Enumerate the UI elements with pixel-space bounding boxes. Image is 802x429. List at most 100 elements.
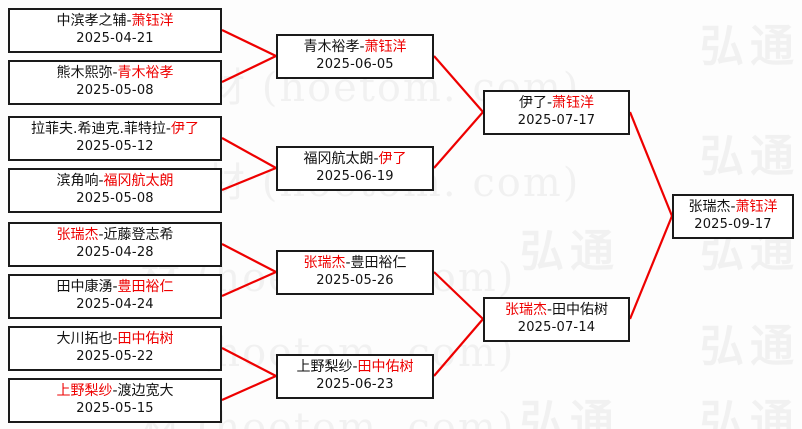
player-left: 中滨孝之辅 <box>56 13 127 30</box>
player-separator: - <box>373 151 379 168</box>
match-players: 上野梨纱-田中佑树 <box>296 359 413 377</box>
match-players: 张瑞杰-豊田裕仁 <box>303 255 406 273</box>
watermark-text: 弘通 <box>700 10 800 74</box>
connector-line <box>221 137 277 169</box>
player-left: 田中康湧 <box>56 279 113 296</box>
match-date: 2025-05-22 <box>76 349 154 365</box>
player-separator: - <box>98 173 104 190</box>
connector-line <box>433 318 484 377</box>
connector-line <box>221 270 277 298</box>
connector-line <box>433 55 484 113</box>
player-right: 福冈航太朗 <box>103 173 174 190</box>
player-right: 田中佑树 <box>117 331 174 348</box>
player-left: 上野梨纱 <box>56 383 113 400</box>
player-left: 张瑞杰 <box>56 227 99 244</box>
match-date: 2025-04-28 <box>76 245 154 261</box>
player-separator: - <box>126 13 132 30</box>
watermark-text: 弘通 <box>700 120 800 184</box>
player-right: 豊田裕仁 <box>350 255 407 272</box>
match-players: 田中康湧-豊田裕仁 <box>56 279 173 297</box>
player-right: 萧钰洋 <box>552 95 595 112</box>
player-left: 伊了 <box>518 95 547 112</box>
player-left: 张瑞杰 <box>303 255 346 272</box>
connector-line <box>221 243 277 273</box>
match-players: 滨角响-福冈航太朗 <box>56 173 173 191</box>
connector-line <box>221 166 277 192</box>
connector-line <box>628 111 674 217</box>
player-left: 张瑞杰 <box>504 302 547 319</box>
match-players: 福冈航太朗-伊了 <box>303 151 406 169</box>
watermark-text: 弘通 <box>520 215 620 279</box>
watermark-text: 弘通 <box>520 385 620 429</box>
match-players: 中滨孝之辅-萧钰洋 <box>56 13 173 31</box>
connector-line <box>433 111 484 169</box>
match-date: 2025-06-19 <box>316 169 394 185</box>
player-separator: - <box>546 302 553 319</box>
connector-line <box>221 347 277 377</box>
player-right: 青木裕孝 <box>117 65 174 82</box>
match-date: 2025-07-17 <box>517 113 596 129</box>
match-date: 2025-04-21 <box>76 31 154 47</box>
match-players: 伊了-萧钰洋 <box>519 95 594 113</box>
player-separator: - <box>112 383 118 400</box>
player-separator: - <box>98 227 104 244</box>
match-players: 大川拓也-田中佑树 <box>56 331 173 349</box>
player-separator: - <box>345 255 351 272</box>
connector-line <box>221 55 277 83</box>
player-right: 萧钰洋 <box>131 13 174 30</box>
match-date: 2025-05-08 <box>76 191 154 207</box>
match-date: 2025-05-08 <box>76 83 154 99</box>
match-players: 张瑞杰-田中佑树 <box>505 302 608 320</box>
player-left: 张瑞杰 <box>688 199 731 216</box>
player-right: 田中佑树 <box>357 359 414 376</box>
match-date: 2025-05-15 <box>76 401 154 417</box>
watermark-text: 弘通 <box>700 385 800 429</box>
connector-line <box>221 29 277 57</box>
match-date: 2025-05-26 <box>316 273 394 289</box>
player-right: 萧钰洋 <box>735 199 778 216</box>
player-separator: - <box>546 95 553 112</box>
match-players: 张瑞杰-近藤登志希 <box>56 227 173 245</box>
match-date: 2025-04-24 <box>76 297 154 313</box>
player-left: 滨角响 <box>56 173 99 190</box>
player-separator: - <box>730 199 736 216</box>
connector-line <box>221 374 277 402</box>
player-right: 伊了 <box>170 121 199 138</box>
player-right: 伊了 <box>378 151 407 168</box>
match-date: 2025-06-23 <box>316 377 394 393</box>
connector-line <box>628 215 674 320</box>
match-players: 上野梨纱-渡边宽大 <box>56 383 173 401</box>
player-left: 拉菲夫.希迪克.菲特拉 <box>31 121 166 138</box>
match-players: 张瑞杰-萧钰洋 <box>688 199 777 217</box>
match-players: 熊木熙弥-青木裕孝 <box>56 65 173 83</box>
player-separator: - <box>112 279 118 296</box>
player-right: 豊田裕仁 <box>117 279 174 296</box>
player-separator: - <box>165 121 171 138</box>
connector-line <box>433 271 484 320</box>
player-left: 上野梨纱 <box>296 359 353 376</box>
player-separator: - <box>352 359 358 376</box>
match-date: 2025-07-14 <box>517 320 596 336</box>
player-right: 田中佑树 <box>552 302 609 319</box>
player-right: 萧钰洋 <box>364 39 407 56</box>
player-left: 熊木熙弥 <box>56 65 113 82</box>
match-date: 2025-05-12 <box>76 139 154 155</box>
match-players: 拉菲夫.希迪克.菲特拉-伊了 <box>31 121 199 139</box>
match-date: 2025-09-17 <box>694 217 772 233</box>
